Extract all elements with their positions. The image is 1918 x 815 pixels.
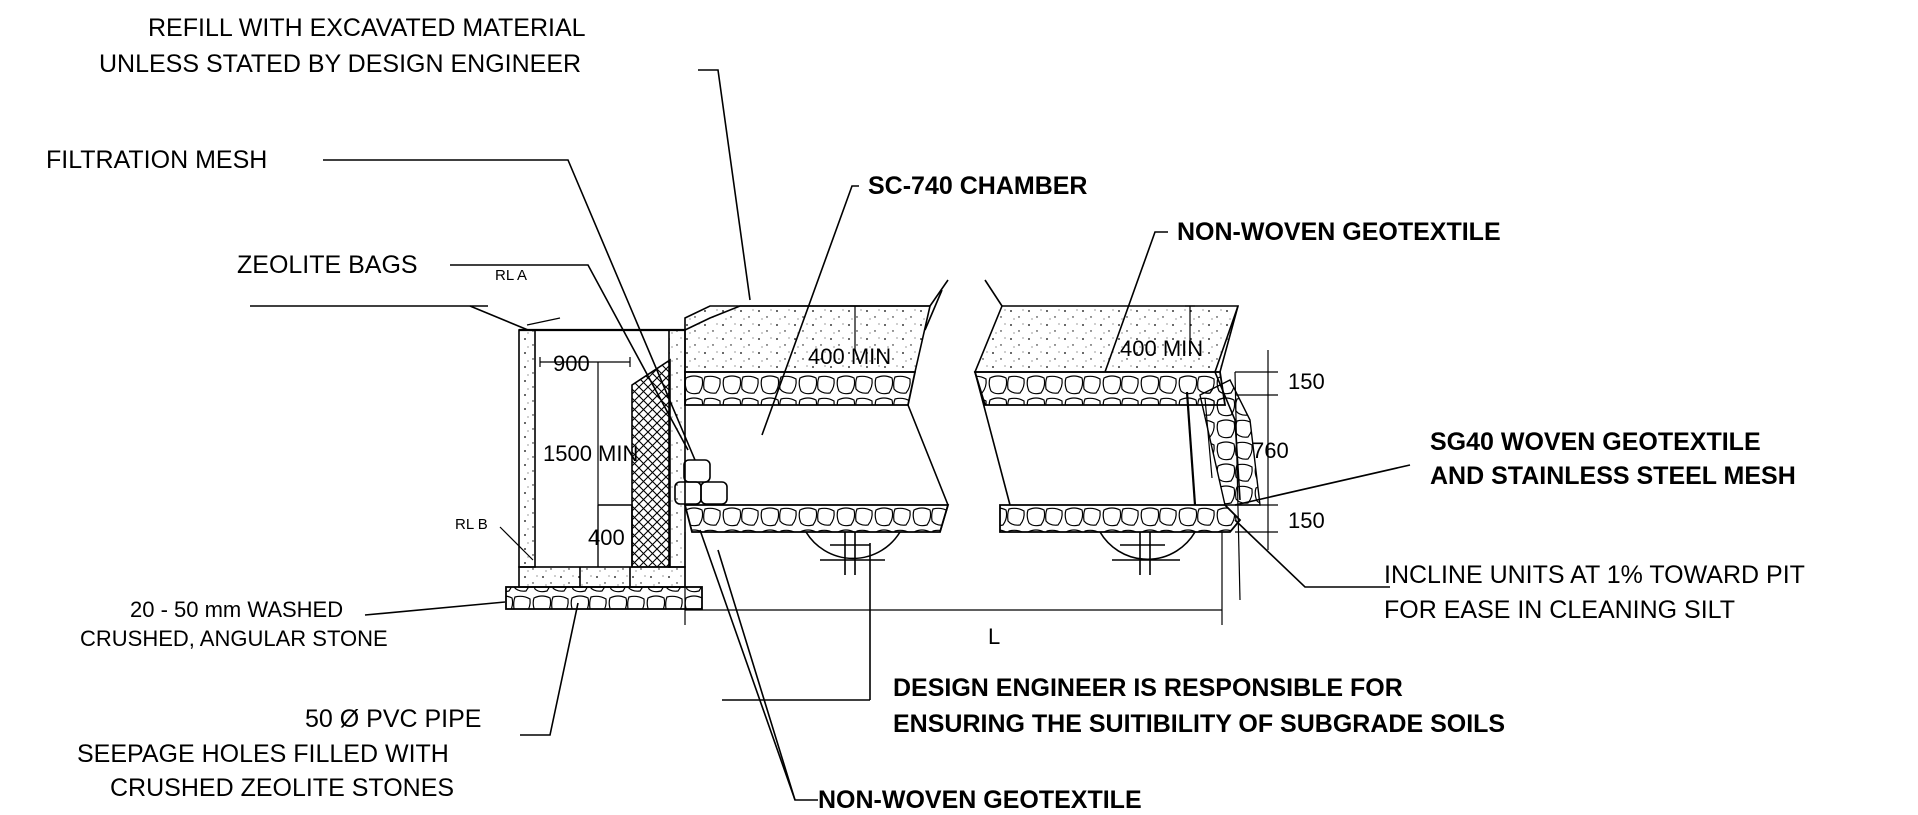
dim-chamber-height: 760 — [1252, 438, 1289, 463]
incline-label-1: INCLINE UNITS AT 1% TOWARD PIT — [1384, 561, 1805, 589]
geotextile-top-label: NON-WOVEN GEOTEXTILE — [1177, 218, 1501, 246]
left-chamber-bottom-stone — [683, 504, 950, 533]
sg40-label-2: AND STAINLESS STEEL MESH — [1430, 462, 1796, 490]
dim-stone-bottom: 150 — [1288, 508, 1325, 533]
pit-left-wall — [518, 329, 536, 568]
dim-pit-base: 400 — [588, 525, 625, 550]
pit-base — [518, 566, 686, 588]
right-chamber: 400 MIN — [973, 279, 1261, 601]
right-dimensions: 150 760 150 — [1235, 350, 1325, 550]
filtration-mesh-label: FILTRATION MESH — [46, 146, 267, 174]
design-engineer-label-2: ENSURING THE SUITIBILITY OF SUBGRADE SOI… — [893, 710, 1505, 738]
leader-lines — [323, 69, 1411, 801]
rl-a-label: RL A — [495, 267, 527, 284]
dim-pit-depth: 1500 MIN — [543, 441, 638, 466]
pit-right-wall — [668, 329, 686, 568]
refill-label-1: REFILL WITH EXCAVATED MATERIAL — [148, 14, 586, 42]
labels: REFILL WITH EXCAVATED MATERIAL UNLESS ST… — [46, 14, 1805, 814]
left-chamber-top-stone — [684, 371, 917, 406]
dim-cover-right: 400 MIN — [1120, 336, 1203, 361]
incline-label-2: FOR EASE IN CLEANING SILT — [1384, 596, 1735, 624]
stone-label-1: 20 - 50 mm WASHED — [130, 597, 343, 622]
refill-label-2: UNLESS STATED BY DESIGN ENGINEER — [99, 50, 581, 78]
pipe-label-2: SEEPAGE HOLES FILLED WITH — [77, 740, 449, 768]
right-chamber-bottom-stone — [999, 504, 1242, 533]
dim-stone-top: 150 — [1288, 369, 1325, 394]
right-end-stone — [1199, 379, 1261, 506]
dim-pit-width: 900 — [553, 351, 590, 376]
geotextile-bottom-label: NON-WOVEN GEOTEXTILE — [818, 786, 1142, 814]
zeolite-bags-label: ZEOLITE BAGS — [237, 251, 418, 279]
pipe-label-3: CRUSHED ZEOLITE STONES — [110, 774, 454, 802]
left-cover-fill — [684, 305, 932, 373]
pit-dimensions: 900 1500 MIN 400 — [499, 317, 638, 567]
zeolite-bag — [683, 459, 711, 483]
sg40-label-1: SG40 WOVEN GEOTEXTILE — [1430, 428, 1761, 456]
dim-cover-left: 400 MIN — [808, 344, 891, 369]
zeolite-bag — [700, 481, 728, 505]
sc740-label: SC-740 CHAMBER — [868, 172, 1087, 200]
dim-length: L — [988, 624, 1000, 649]
rl-b-label: RL B — [455, 516, 488, 533]
design-engineer-label-1: DESIGN ENGINEER IS RESPONSIBLE FOR — [893, 674, 1403, 702]
left-chamber: 400 MIN — [674, 279, 950, 575]
length-dimension: L — [684, 532, 1223, 649]
stone-label-2: CRUSHED, ANGULAR STONE — [80, 626, 388, 651]
pit — [250, 305, 930, 610]
pipe-label-1: 50 Ø PVC PIPE — [305, 705, 481, 733]
stone-bed — [505, 586, 703, 610]
